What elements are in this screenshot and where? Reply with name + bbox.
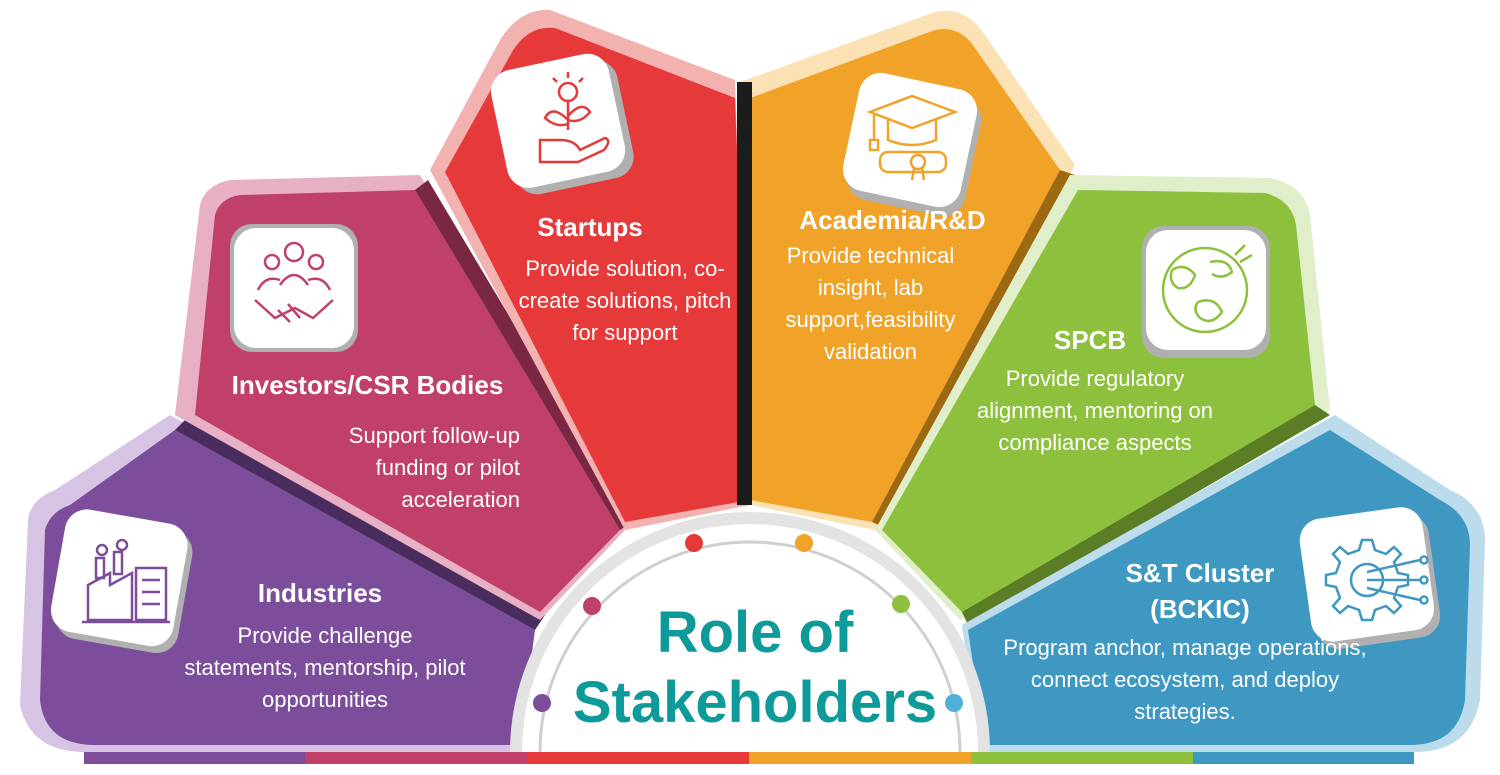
center-disc (522, 524, 978, 752)
plant-in-hand-icon (538, 72, 610, 164)
spcb-title: SPCB (1053, 325, 1127, 355)
investors-title: Investors/CSR Bodies (231, 370, 504, 400)
strip-startups (527, 752, 749, 764)
dot-spcb (892, 595, 910, 613)
graduation-cap-diploma-icon (866, 94, 959, 181)
startups-title: Startups (537, 212, 643, 242)
center-title-line2: Stakeholders (572, 670, 938, 735)
strip-academia (749, 752, 971, 764)
academia-title: Academia/R&D (799, 205, 986, 235)
center-title-line1: Role of (656, 600, 854, 665)
dot-st-cluster (945, 694, 963, 712)
center-title: Role of Stakeholders (560, 598, 950, 738)
industries-title: Industries (257, 578, 383, 608)
academia-description: Provide technical insight, lab support,f… (785, 243, 956, 364)
handshake-people-icon (254, 241, 334, 323)
st-cluster-description: Program anchor, manage operations, conne… (1003, 635, 1367, 724)
industries-description: Provide challenge statements, mentorship… (184, 623, 466, 712)
startups-description: Provide solution, co-create solutions, p… (518, 256, 732, 345)
icon-tile-industries (50, 509, 193, 654)
gear-circuit-icon (1324, 538, 1429, 622)
spcb-description: Provide regulatory alignment, mentoring … (976, 366, 1214, 455)
dot-startups (685, 534, 703, 552)
strip-industries (84, 752, 305, 764)
investors-description: Support follow-up funding or pilot accel… (348, 423, 520, 512)
center-arc (538, 540, 962, 753)
strip-investors (305, 752, 527, 764)
icon-tile-spcb (1142, 226, 1270, 358)
st-cluster-title: S&T Cluster (BCKIC) (1125, 558, 1275, 624)
segment-industries (20, 415, 545, 752)
dot-academia (795, 534, 813, 552)
strip-spcb (971, 752, 1193, 764)
dot-investors (583, 597, 601, 615)
factory-icon (82, 538, 170, 624)
globe-icon (1161, 244, 1253, 334)
strip-st-cluster (1193, 752, 1414, 764)
segment-st-cluster (962, 415, 1485, 752)
icon-tile-investors (230, 224, 358, 352)
dot-industries (533, 694, 551, 712)
